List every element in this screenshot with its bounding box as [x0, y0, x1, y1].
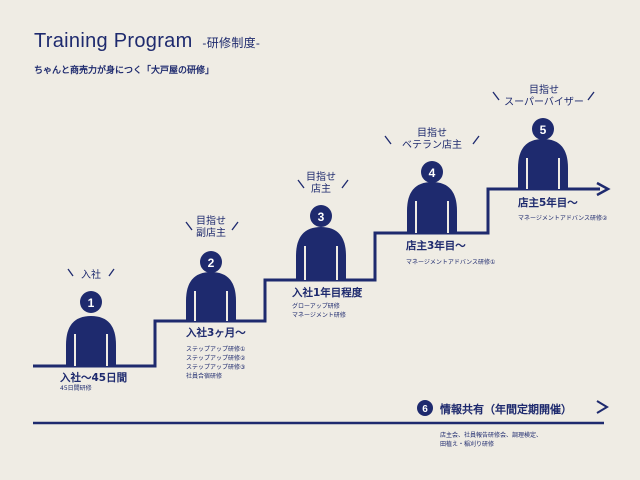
step-1-goal: 入社 [66, 270, 116, 282]
step-number-5: 5 [540, 123, 547, 137]
info-arrow [596, 400, 609, 414]
person-icon-4 [407, 161, 457, 233]
step-2-detail-3: ステップアップ研修③ [186, 364, 246, 371]
step-3-detail-2: マネージメント研修 [292, 312, 346, 319]
step-5-detail-1: マネージメントアドバンス研修② [518, 215, 608, 222]
page-subtitle: ちゃんと商売力が身につく「大戸屋の研修」 [34, 66, 215, 76]
person-icon-1 [66, 291, 116, 366]
info-number: 6 [422, 404, 428, 415]
step-2-details: ステップアップ研修① ステップアップ研修② ステップアップ研修③ 社員合宿研修 [186, 345, 245, 381]
step-2-goal-line-2: 副店主 [196, 228, 226, 239]
step-3-goal: 目指せ 店主 [291, 172, 351, 196]
info-detail-1: 店主会、社員報告研修会、調理検定、 [440, 432, 543, 439]
person-icon-3 [296, 205, 346, 280]
step-4-details: マネージメントアドバンス研修① [406, 258, 495, 267]
staircase-arrowhead [596, 181, 611, 197]
step-1-details: 45日間研修 [60, 384, 92, 393]
step-number-3: 3 [318, 210, 325, 224]
step-2-stage: 入社3ヶ月〜 [186, 327, 246, 339]
step-4-stage: 店主3年目〜 [406, 240, 466, 252]
title-suffix: -研修制度- [202, 36, 261, 50]
step-5-goal-line-1: 目指せ [529, 85, 559, 96]
step-3-details: グローアップ研修 マネージメント研修 [292, 302, 346, 320]
step-2-goal: 目指せ 副店主 [181, 216, 241, 240]
step-number-2: 2 [208, 256, 215, 270]
step-5-stage: 店主5年目〜 [518, 197, 578, 209]
step-2-detail-1: ステップアップ研修① [186, 346, 246, 353]
step-1-goal-line-1: 入社 [81, 270, 101, 281]
info-detail-2: 田植え・稲刈り研修 [440, 441, 495, 448]
step-4-goal: 目指せ ベテラン店主 [382, 128, 482, 152]
step-5-goal-line-2: スーパーバイザー [504, 97, 584, 108]
info-title: 情報共有（年間定期開催） [440, 403, 572, 416]
step-4-goal-line-2: ベテラン店主 [402, 140, 462, 151]
step-number-1: 1 [88, 296, 95, 310]
person-icon-2 [186, 251, 236, 321]
info-details: 店主会、社員報告研修会、調理検定、 田植え・稲刈り研修 [440, 431, 542, 449]
step-3-stage: 入社1年目程度 [292, 287, 363, 299]
step-3-detail-1: グローアップ研修 [292, 303, 340, 310]
step-1-stage: 入社〜45日間 [60, 372, 128, 384]
title-main: Training Program [34, 30, 193, 52]
step-number-4: 4 [429, 166, 436, 180]
step-2-goal-line-1: 目指せ [196, 216, 226, 227]
step-2-detail-2: ステップアップ研修② [186, 355, 246, 362]
emphasis-marks [67, 91, 595, 277]
page-title: Training Program -研修制度- [34, 30, 260, 53]
step-2-detail-4: 社員合宿研修 [186, 373, 223, 380]
person-icon-5 [518, 118, 568, 189]
info-number-circle [417, 400, 433, 416]
step-4-goal-line-1: 目指せ [417, 128, 447, 139]
step-3-goal-line-1: 目指せ [306, 172, 336, 183]
step-4-detail-1: マネージメントアドバンス研修① [406, 259, 496, 266]
step-3-goal-line-2: 店主 [311, 184, 331, 195]
step-5-goal: 目指せ スーパーバイザー [491, 85, 597, 109]
step-5-details: マネージメントアドバンス研修② [518, 214, 607, 223]
step-1-detail: 45日間研修 [60, 385, 92, 392]
